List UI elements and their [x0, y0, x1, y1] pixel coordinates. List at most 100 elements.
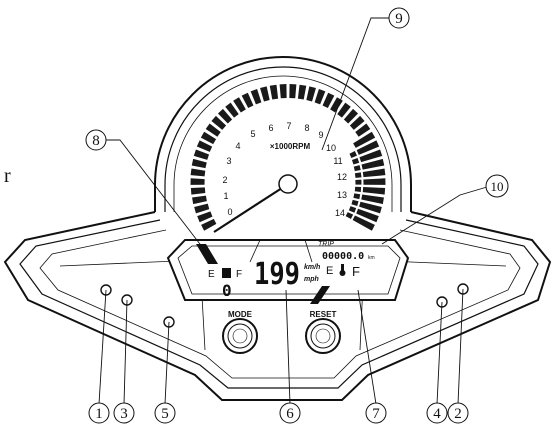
tach-band-segment — [217, 108, 233, 124]
temp-e-label: E — [326, 265, 333, 277]
tick-label-10: 10 — [326, 143, 336, 153]
tick-label-4: 4 — [235, 141, 240, 151]
tach-band-segment — [225, 102, 239, 118]
tach-band-segment — [194, 203, 210, 214]
tick-label-7: 7 — [286, 121, 291, 131]
tick-label-13: 13 — [337, 190, 347, 200]
rpm-unit-label: ×1000RPM — [270, 142, 311, 151]
fuel-pump-icon — [222, 268, 231, 278]
svg-text:7: 7 — [372, 406, 380, 422]
tach-band-segment — [330, 97, 343, 113]
tach-redline-segment — [348, 206, 357, 213]
odometer-readout: 00000.0 — [322, 251, 364, 262]
fuel-e-label: E — [208, 269, 215, 280]
tach-band-segment — [211, 115, 227, 130]
callout-leader-lines — [98, 17, 488, 405]
tach-band-segment — [361, 194, 384, 205]
reset-button[interactable]: RESET — [305, 310, 341, 354]
tach-band-segment — [279, 84, 287, 99]
tach-band-segment — [190, 178, 205, 185]
tach-band-segment — [193, 149, 210, 160]
tach-band-segment — [190, 168, 206, 177]
tach-band-segment — [343, 108, 359, 124]
svg-text:5: 5 — [161, 406, 169, 422]
svg-text:4: 4 — [433, 406, 441, 422]
tach-redline-segment — [353, 165, 361, 172]
tach-band-segment — [197, 211, 213, 223]
tach-band-segment — [352, 215, 375, 231]
odometer-unit: km — [368, 255, 375, 261]
tick-label-12: 12 — [337, 172, 347, 182]
tach-band-segment — [297, 84, 307, 100]
mode-button-label: MODE — [228, 310, 253, 319]
tach-redline-segment — [354, 172, 362, 178]
callout-9: 9 — [388, 7, 410, 29]
tach-redline-segment — [345, 212, 354, 220]
tach-band-segment — [314, 89, 326, 105]
callout-3: 3 — [113, 402, 135, 424]
tach-band-segment — [356, 208, 379, 223]
callout-10: 10 — [485, 174, 509, 198]
callout-2: 2 — [447, 402, 469, 424]
tach-band-segment — [191, 158, 207, 169]
tick-label-6: 6 — [268, 123, 273, 133]
svg-text:1: 1 — [95, 406, 103, 422]
tick-label-1: 1 — [223, 191, 228, 201]
tach-band-segment — [363, 178, 386, 185]
tach-band-segment — [289, 84, 297, 99]
tick-label-2: 2 — [222, 175, 227, 185]
svg-text:6: 6 — [286, 406, 294, 422]
tach-band-segment — [190, 187, 206, 195]
tach-band-segment — [250, 89, 262, 105]
tach-redline-segment — [351, 157, 360, 165]
tach-band-segment — [362, 168, 386, 178]
svg-text:3: 3 — [120, 406, 128, 422]
tach-redline-segment — [351, 199, 359, 207]
tach-band-segment — [362, 187, 386, 195]
callout-5: 5 — [154, 402, 176, 424]
tach-band-segment — [356, 140, 380, 155]
tach-band-segment — [241, 92, 254, 109]
tick-label-14: 14 — [335, 208, 345, 218]
svg-text:10: 10 — [491, 179, 504, 194]
tach-band-segment — [349, 115, 365, 130]
callout-6: 6 — [279, 402, 301, 424]
tach-band-segment — [205, 123, 221, 137]
gear-indicator: 0 — [222, 281, 232, 300]
tach-band-segment — [353, 131, 376, 148]
speed-unit-mph: mph — [304, 276, 319, 283]
callout-4: 4 — [426, 402, 448, 424]
speed-readout: 199 — [254, 257, 300, 292]
callout-8: 8 — [85, 129, 107, 151]
tach-redline-segment — [355, 179, 362, 185]
thermometer-icon — [339, 264, 346, 276]
tach-band-segment — [337, 102, 351, 118]
tach-band-segment — [201, 218, 217, 231]
trip-label: TRIP — [318, 241, 334, 248]
svg-text:2: 2 — [454, 406, 462, 422]
tach-redline-segment — [354, 186, 362, 192]
tachometer-housing — [154, 56, 412, 212]
tach-band-segment — [361, 158, 385, 170]
mode-button[interactable]: MODE — [222, 310, 258, 354]
tick-label-9: 9 — [318, 130, 323, 140]
tachometer-tick-labels: 0 1 2 3 4 5 6 7 8 9 10 11 12 13 14 — [222, 121, 347, 218]
stray-text: r — [4, 165, 11, 187]
tach-band-segment — [260, 86, 270, 102]
tach-band-segment — [359, 149, 383, 163]
tach-band-segment — [269, 84, 279, 100]
tach-band-segment — [233, 97, 246, 113]
tick-label-3: 3 — [226, 156, 231, 166]
tick-label-8: 8 — [304, 123, 309, 133]
tach-band-segment — [355, 123, 371, 137]
callout-7: 7 — [365, 402, 387, 424]
tick-label-11: 11 — [333, 156, 342, 166]
tach-band-segment — [196, 140, 213, 152]
tach-redline-segment — [349, 151, 357, 158]
svg-text:9: 9 — [395, 11, 403, 27]
tachometer-needle — [213, 174, 298, 233]
tach-band-segment — [359, 201, 382, 214]
reset-button-label: RESET — [310, 310, 337, 319]
svg-text:8: 8 — [92, 133, 100, 149]
